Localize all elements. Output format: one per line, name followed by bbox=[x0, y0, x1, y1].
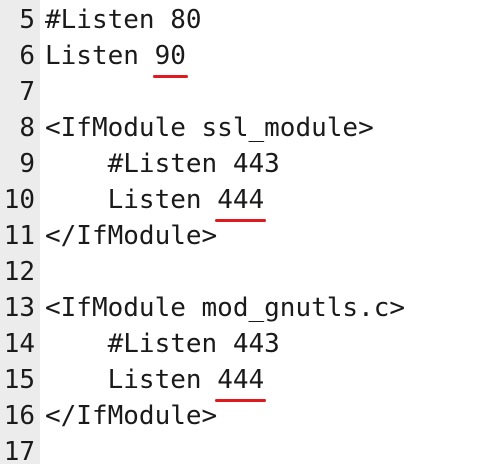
line-number: 11 bbox=[3, 221, 35, 251]
line-text: </IfModule> bbox=[45, 401, 218, 431]
line-text: #Listen 443 bbox=[107, 149, 280, 179]
line-number: 12 bbox=[3, 257, 35, 287]
code-line[interactable]: 14 #Listen 443 bbox=[0, 326, 484, 362]
code-line[interactable]: 15 Listen 444 bbox=[0, 362, 484, 402]
line-content: <IfModule ssl_module> bbox=[45, 110, 374, 146]
line-indent bbox=[45, 365, 108, 395]
line-number: 13 bbox=[3, 293, 35, 323]
line-text: Listen bbox=[107, 365, 218, 395]
line-number: 10 bbox=[3, 185, 35, 215]
code-line[interactable]: 16 </IfModule> bbox=[0, 398, 484, 434]
line-content: Listen 444 bbox=[45, 182, 267, 222]
line-text: <IfModule ssl_module> bbox=[45, 113, 374, 143]
code-line[interactable]: 12 bbox=[0, 254, 484, 290]
line-content: </IfModule> bbox=[45, 218, 217, 254]
line-content: </IfModule> bbox=[45, 398, 217, 434]
line-content: Listen 90 bbox=[45, 38, 189, 78]
line-number: 5 bbox=[19, 5, 35, 35]
line-number: 9 bbox=[19, 149, 35, 179]
code-line[interactable]: 6 Listen 90 bbox=[0, 38, 484, 78]
line-text: </IfModule> bbox=[45, 221, 218, 251]
code-line[interactable]: 11 </IfModule> bbox=[0, 218, 484, 254]
code-line[interactable]: 10 Listen 444 bbox=[0, 182, 484, 222]
line-number: 17 bbox=[3, 437, 35, 467]
line-text: #Listen 443 bbox=[107, 329, 280, 359]
line-content: #Listen 443 bbox=[45, 146, 280, 182]
code-line[interactable]: 13 <IfModule mod_gnutls.c> bbox=[0, 290, 484, 326]
code-line[interactable]: 7 bbox=[0, 74, 484, 110]
code-line[interactable]: 9 #Listen 443 bbox=[0, 146, 484, 182]
highlighted-port-number: 444 bbox=[215, 182, 267, 222]
line-text: Listen bbox=[107, 185, 218, 215]
line-number: 14 bbox=[3, 329, 35, 359]
line-text: #Listen 80 bbox=[45, 5, 202, 35]
line-number: 16 bbox=[3, 401, 35, 431]
line-indent bbox=[45, 149, 108, 179]
line-content: #Listen 443 bbox=[45, 326, 280, 362]
line-content: #Listen 80 bbox=[45, 2, 202, 38]
line-text: Listen bbox=[45, 41, 155, 71]
line-number: 8 bbox=[19, 113, 35, 143]
line-number: 6 bbox=[19, 41, 35, 71]
line-text: <IfModule mod_gnutls.c> bbox=[45, 293, 406, 323]
code-line[interactable]: 8 <IfModule ssl_module> bbox=[0, 110, 484, 146]
line-content: Listen 444 bbox=[45, 362, 267, 402]
line-number: 15 bbox=[3, 365, 35, 395]
line-number: 7 bbox=[19, 77, 35, 107]
line-number-gutter bbox=[0, 0, 40, 464]
highlighted-port-number: 444 bbox=[215, 362, 267, 402]
code-line[interactable]: 17 bbox=[0, 434, 484, 470]
code-line[interactable]: 5 #Listen 80 bbox=[0, 2, 484, 38]
line-indent bbox=[45, 185, 108, 215]
highlighted-port-number: 90 bbox=[152, 38, 189, 78]
line-indent bbox=[45, 329, 108, 359]
line-content: <IfModule mod_gnutls.c> bbox=[45, 290, 405, 326]
